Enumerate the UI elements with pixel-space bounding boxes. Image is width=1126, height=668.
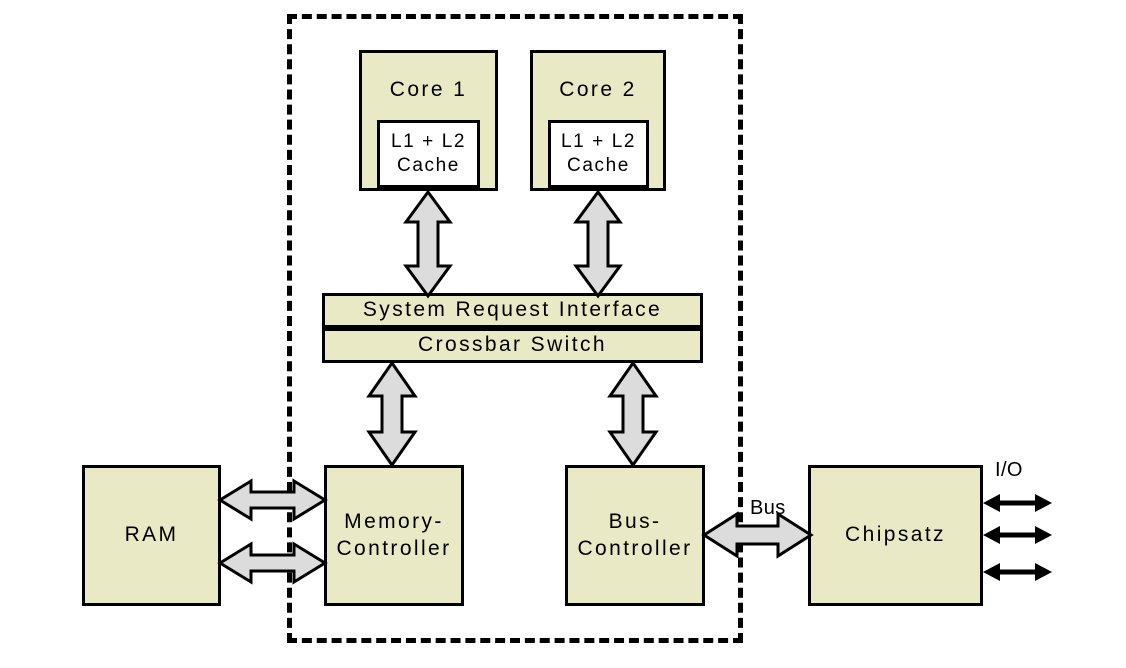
bus-connection-label: Bus [750,497,786,519]
core-2-label: Core 2 [559,78,637,101]
core-1-cache-block[interactable]: L1 + L2 Cache [377,120,480,188]
system-request-interface-block[interactable]: System Request Interface [322,293,703,328]
core-2-cache-block[interactable]: L1 + L2 Cache [548,120,649,188]
crossbar-switch-label: Crossbar Switch [418,333,607,357]
bus-controller-label: Bus- Controller [577,509,693,560]
chipset-label: Chipsatz [845,523,946,547]
ram-block[interactable]: RAM [82,465,221,606]
core-1-cache-label: L1 + L2 Cache [390,130,467,176]
io-arrow-3 [983,563,1052,581]
io-arrow-1 [983,494,1052,512]
crossbar-switch-block[interactable]: Crossbar Switch [322,328,703,363]
bus-controller-block[interactable]: Bus- Controller [565,465,705,606]
chipset-block[interactable]: Chipsatz [808,465,983,606]
cpu-die-boundary [287,14,743,643]
io-connection-label: I/O [995,459,1023,481]
core-2-cache-label: L1 + L2 Cache [560,130,637,176]
ram-label: RAM [124,523,179,547]
system-request-interface-label: System Request Interface [362,298,663,322]
io-arrow-2 [983,526,1052,544]
memory-controller-block[interactable]: Memory- Controller [324,465,464,606]
memory-controller-label: Memory- Controller [336,509,452,560]
core-1-label: Core 1 [389,78,468,101]
